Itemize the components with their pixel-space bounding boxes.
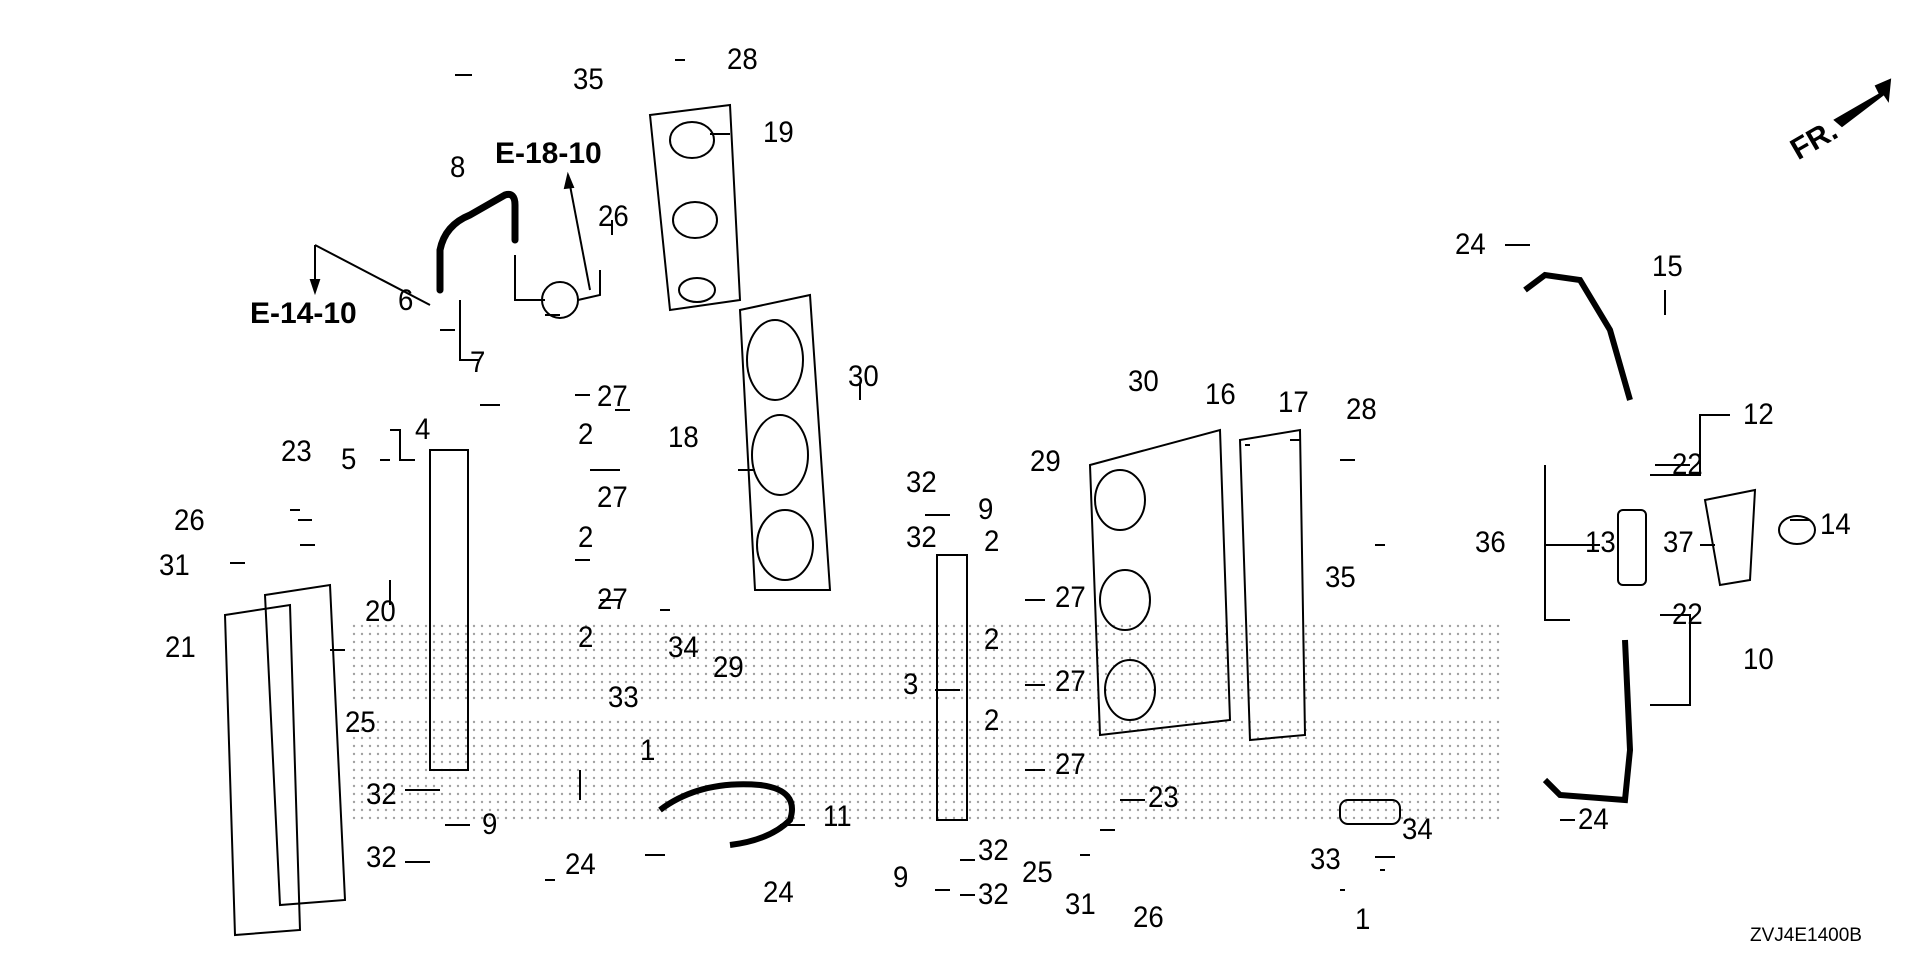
callout-27[interactable]: 27 xyxy=(597,380,628,413)
callout-28[interactable]: 28 xyxy=(727,43,758,76)
injector-1 xyxy=(1339,799,1401,825)
callout-27[interactable]: 27 xyxy=(597,481,628,514)
callout-30[interactable]: 30 xyxy=(1128,365,1159,398)
callout-16[interactable]: 16 xyxy=(1205,378,1236,411)
callout-23[interactable]: 23 xyxy=(1148,781,1179,814)
callout-10[interactable]: 10 xyxy=(1743,643,1774,676)
reference-arrow-e-18-10 xyxy=(567,174,591,291)
callout-14[interactable]: 14 xyxy=(1820,508,1851,541)
fuel-rail-3 xyxy=(936,554,968,821)
callout-32[interactable]: 32 xyxy=(978,834,1009,867)
callout-32[interactable]: 32 xyxy=(366,841,397,874)
fuel-filter-13 xyxy=(1617,509,1647,586)
front-arrow-icon xyxy=(1833,78,1892,128)
callout-22[interactable]: 22 xyxy=(1672,448,1703,481)
callout-33[interactable]: 33 xyxy=(1310,843,1341,876)
fuel-pipe-10 xyxy=(1542,639,1634,804)
callout-2[interactable]: 2 xyxy=(578,521,594,554)
callout-3[interactable]: 3 xyxy=(903,668,919,701)
callout-25[interactable]: 25 xyxy=(1022,856,1053,889)
callout-1[interactable]: 1 xyxy=(640,734,656,767)
callout-29[interactable]: 29 xyxy=(713,651,744,684)
gasket-20 xyxy=(263,583,347,907)
reference-e-14-10[interactable]: E-14-10 xyxy=(250,297,357,330)
callout-2[interactable]: 2 xyxy=(984,623,1000,656)
callout-22[interactable]: 22 xyxy=(1672,598,1703,631)
callout-7[interactable]: 7 xyxy=(470,346,486,379)
callout-35[interactable]: 35 xyxy=(573,63,604,96)
callout-15[interactable]: 15 xyxy=(1652,250,1683,283)
reference-e-18-10[interactable]: E-18-10 xyxy=(495,137,602,170)
callout-2[interactable]: 2 xyxy=(578,418,594,451)
callout-37[interactable]: 37 xyxy=(1663,526,1694,559)
callout-30[interactable]: 30 xyxy=(848,360,879,393)
callout-9[interactable]: 9 xyxy=(482,808,498,841)
callout-24[interactable]: 24 xyxy=(565,848,596,881)
watermark-dots xyxy=(350,620,1500,820)
gasket-21 xyxy=(223,603,302,937)
callout-36[interactable]: 36 xyxy=(1475,526,1506,559)
callout-23[interactable]: 23 xyxy=(281,435,312,468)
pressure-regulator-6 xyxy=(541,281,579,319)
callout-35[interactable]: 35 xyxy=(1325,561,1356,594)
gasket-19 xyxy=(648,103,742,312)
band-14 xyxy=(1778,515,1816,545)
callout-19[interactable]: 19 xyxy=(763,116,794,149)
callout-32[interactable]: 32 xyxy=(906,521,937,554)
callout-2[interactable]: 2 xyxy=(984,525,1000,558)
callout-24[interactable]: 24 xyxy=(763,876,794,909)
callout-32[interactable]: 32 xyxy=(906,466,937,499)
callout-11[interactable]: 11 xyxy=(823,800,852,833)
callout-34[interactable]: 34 xyxy=(668,631,699,664)
callout-6[interactable]: 6 xyxy=(398,284,414,317)
callout-2[interactable]: 2 xyxy=(984,704,1000,737)
callout-17[interactable]: 17 xyxy=(1278,386,1309,419)
callout-26[interactable]: 26 xyxy=(598,200,629,233)
callout-27[interactable]: 27 xyxy=(1055,665,1086,698)
fuel-rail-5 xyxy=(429,449,469,771)
callout-4[interactable]: 4 xyxy=(415,413,431,446)
callout-29[interactable]: 29 xyxy=(1030,445,1061,478)
fuel-pipe-12 xyxy=(1523,271,1633,401)
hose-8 xyxy=(436,191,519,294)
callout-28[interactable]: 28 xyxy=(1346,393,1377,426)
callout-24[interactable]: 24 xyxy=(1455,228,1486,261)
callout-34[interactable]: 34 xyxy=(1402,813,1433,846)
callout-33[interactable]: 33 xyxy=(608,681,639,714)
intake-manifold-16 xyxy=(1088,428,1232,737)
callout-26[interactable]: 26 xyxy=(174,504,205,537)
callout-31[interactable]: 31 xyxy=(159,549,190,582)
gasket-17 xyxy=(1238,428,1307,742)
callout-32[interactable]: 32 xyxy=(978,878,1009,911)
callout-12[interactable]: 12 xyxy=(1743,398,1774,431)
callout-27[interactable]: 27 xyxy=(597,583,628,616)
fuel-hose-11 xyxy=(658,781,795,848)
callout-21[interactable]: 21 xyxy=(165,631,196,664)
callout-9[interactable]: 9 xyxy=(978,493,994,526)
callout-26[interactable]: 26 xyxy=(1133,901,1164,934)
callout-13[interactable]: 13 xyxy=(1585,526,1616,559)
callout-5[interactable]: 5 xyxy=(341,443,357,476)
callout-27[interactable]: 27 xyxy=(1055,748,1086,781)
callout-25[interactable]: 25 xyxy=(345,706,376,739)
protector-37 xyxy=(1703,488,1757,587)
callout-31[interactable]: 31 xyxy=(1065,888,1096,921)
callout-2[interactable]: 2 xyxy=(578,621,594,654)
callout-18[interactable]: 18 xyxy=(668,421,699,454)
intake-manifold-18 xyxy=(738,293,832,591)
diagram-code: ZVJ4E1400B xyxy=(1750,925,1862,946)
callout-32[interactable]: 32 xyxy=(366,778,397,811)
callout-20[interactable]: 20 xyxy=(365,595,396,628)
callout-27[interactable]: 27 xyxy=(1055,581,1086,614)
callout-8[interactable]: 8 xyxy=(450,151,466,184)
callout-1[interactable]: 1 xyxy=(1355,903,1371,936)
callout-24[interactable]: 24 xyxy=(1578,803,1609,836)
callout-9[interactable]: 9 xyxy=(893,861,909,894)
